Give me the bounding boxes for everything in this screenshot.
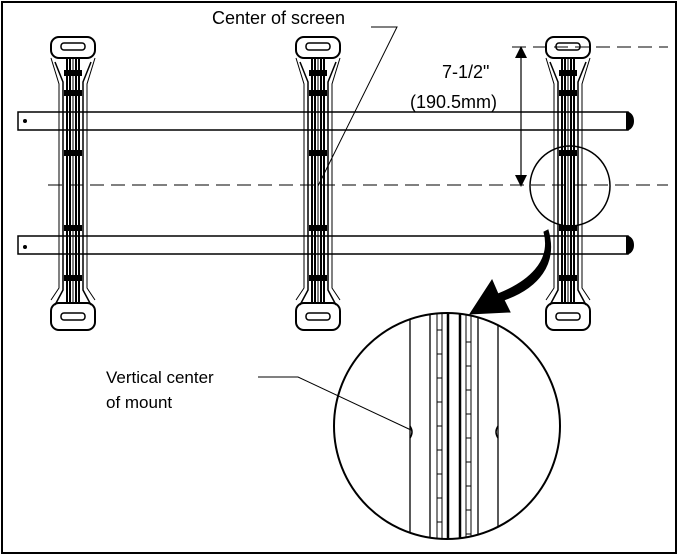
vertical-brackets: [50, 36, 591, 331]
dimension-label-metric: (190.5mm): [410, 92, 497, 112]
curved-arrow-icon: [469, 229, 552, 315]
magnify-source-circle: [529, 145, 611, 227]
vertical-bracket: [295, 36, 341, 331]
horizontal-rail-top: [17, 111, 634, 131]
vertical-bracket: [50, 36, 96, 331]
vertical-center-label-line2: of mount: [106, 393, 172, 412]
center-of-screen-label: Center of screen: [212, 8, 345, 28]
detail-view: [333, 312, 561, 540]
vertical-center-label-line1: Vertical center: [106, 368, 214, 387]
dimension-label-imperial: 7-1/2": [442, 62, 489, 82]
vertical-center-leader: [258, 376, 412, 431]
center-of-screen-leader: [317, 26, 398, 187]
vertical-bracket: [545, 36, 591, 331]
horizontal-rail-bottom: [17, 235, 634, 255]
